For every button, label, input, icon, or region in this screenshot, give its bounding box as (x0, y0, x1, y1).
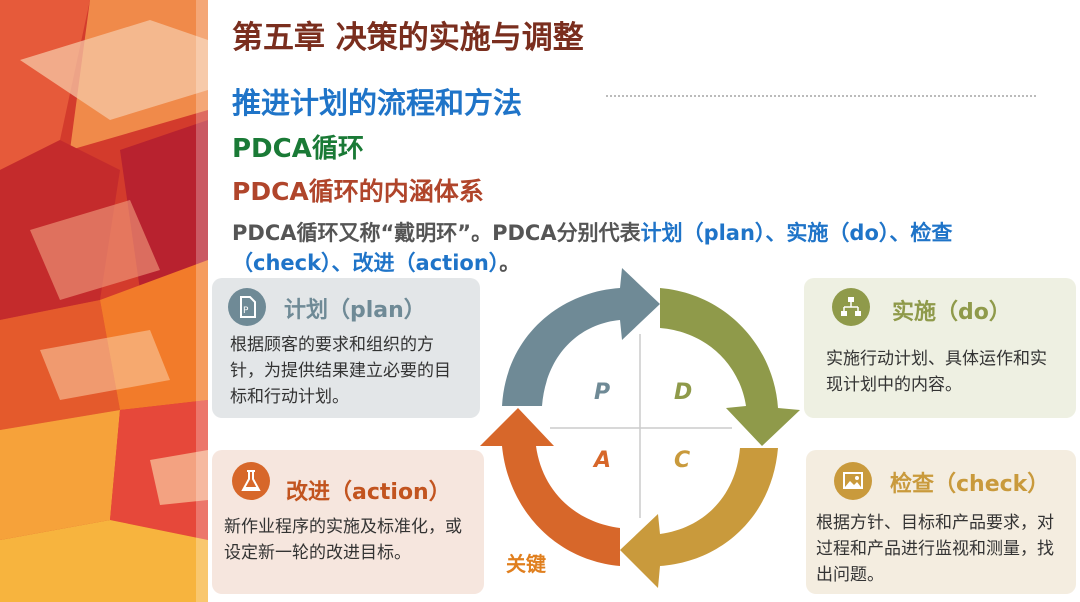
action-card-title: 改进（action） (286, 480, 451, 505)
decorative-art-panel (0, 0, 208, 602)
keyword-label: 关键 (506, 552, 546, 576)
cycle-label-c: C (674, 448, 691, 473)
plan-card-body: 根据顾客的要求和组织的方针，为提供结果建立必要的目标和行动计划。 (230, 335, 451, 407)
pdca-heading: PDCA循环 (232, 134, 364, 164)
do-card: 实施（do） 实施行动计划、具体运作和实现计划中的内容。 (804, 278, 1076, 418)
plan-arrow (502, 268, 660, 406)
check-card-title: 检查（check） (890, 472, 1050, 497)
svg-text:P: P (243, 306, 249, 316)
cycle-label-a: A (594, 448, 612, 473)
do-card-body: 实施行动计划、具体运作和实现计划中的内容。 (826, 349, 1047, 395)
document-icon: P (228, 288, 266, 326)
pdca-cycle-diagram (480, 268, 800, 588)
cycle-label-p: P (594, 380, 611, 405)
check-card: 检查（check） 根据方针、目标和产品要求，对过程和产品进行监视和测量，找出问… (806, 450, 1076, 594)
intro-paragraph: PDCA循环又称“戴明环”。PDCA分别代表计划（plan）、实施（do）、检查… (232, 218, 972, 278)
action-arrow (480, 408, 620, 566)
plan-card-title: 计划（plan） (284, 298, 426, 323)
do-card-title: 实施（do） (892, 300, 1011, 325)
intro-end: 。 (499, 251, 521, 275)
check-arrow (620, 448, 778, 588)
intro-text: PDCA循环又称“戴明环”。PDCA分别代表 (232, 221, 641, 245)
action-card: 改进（action） 新作业程序的实施及标准化，或设定新一轮的改进目标。 (212, 450, 484, 594)
dotted-divider (606, 95, 1036, 97)
org-chart-icon (832, 288, 870, 326)
cycle-label-d: D (674, 380, 693, 405)
pdca-subheading: PDCA循环的内涵体系 (232, 177, 484, 206)
intro-highlight: 计划（plan）、实施（do）、检查（check）、改进（action） (232, 221, 953, 275)
plan-card: P 计划（plan） 根据顾客的要求和组织的方针，为提供结果建立必要的目标和行动… (212, 278, 480, 418)
flask-icon (232, 462, 270, 500)
do-arrow (660, 288, 800, 446)
slide-title: 第五章 决策的实施与调整 (232, 20, 584, 56)
check-card-body: 根据方针、目标和产品要求，对过程和产品进行监视和测量，找出问题。 (816, 513, 1054, 585)
action-card-body: 新作业程序的实施及标准化，或设定新一轮的改进目标。 (224, 517, 462, 563)
slide-subtitle: 推进计划的流程和方法 (232, 86, 523, 120)
image-icon (834, 462, 872, 500)
